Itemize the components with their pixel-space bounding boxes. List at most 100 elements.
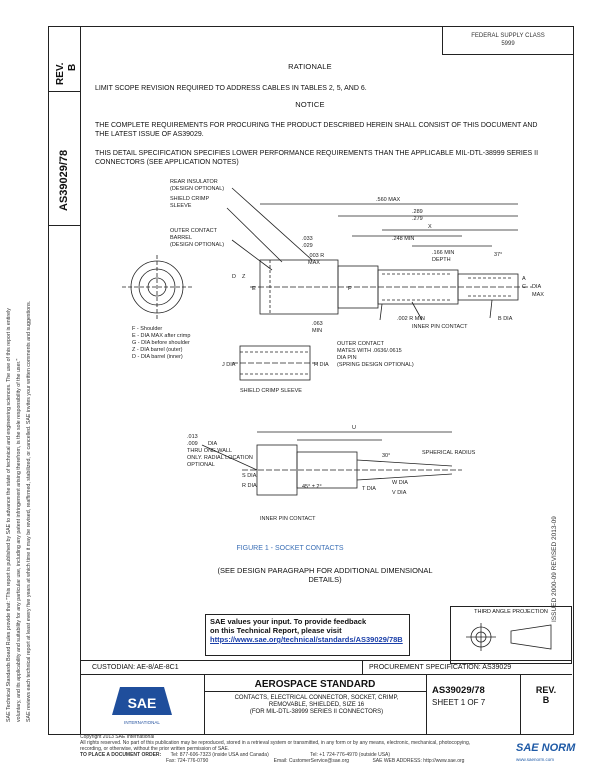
b-dia-label: B DIA [498,316,513,322]
desc-line-3: (FOR MIL-DTL-38999 SERIES II CONNECTORS) [249,709,384,715]
rear-insulator-label: REAR INSULATOR [170,179,218,185]
revision-box: REV. B [520,675,572,734]
sae-logo-icon: SAE INTERNATIONAL [112,687,172,725]
desc-line-2: REMOVABLE, SHIELDED, SIZE 16 [268,702,365,708]
outer-mates-3: DIA PIN [337,355,357,361]
outer-contact-label: OUTER CONTACT [170,228,218,234]
outer-mates-2: MATES WITH .0636/.0615 [337,348,402,354]
footer-copyright: Copyright 2013 SAE International [80,734,155,740]
dim-003: .003 R [308,253,324,259]
sheet-number: SHEET 1 OF 7 [432,698,486,707]
sleeve-label: SLEEVE [170,203,192,209]
footer-tel-1: Tel: 877-606-7323 (inside USA and Canada… [170,752,269,758]
footer-web: SAE WEB ADDRESS: http://www.sae.org [372,758,465,764]
socket-contact-drawing: REAR INSULATOR (DESIGN OPTIONAL) SHIELD … [122,179,544,522]
third-angle-label: THIRD ANGLE PROJECTION [474,609,548,615]
letter-d: D [232,274,236,280]
third-angle-projection-box: THIRD ANGLE PROJECTION [450,606,572,664]
inner-pin-contact-label: INNER PIN CONTACT [260,516,316,522]
dim-003-max: MAX [308,260,320,266]
j-dia-label: J DIA [222,362,236,368]
doc-number-box: AS39029/78 SHEET 1 OF 7 [426,675,521,734]
dim-37-deg: 37° [494,252,502,258]
saenorm-watermark: SAE NORM [516,742,576,754]
dim-063-min: MIN [312,328,322,334]
legend-4: Z - DIA barrel (outer) [132,347,183,353]
federal-supply-class-box: FEDERAL SUPPLY CLASS 5999 [442,26,573,55]
rev-label-vertical: REV. [55,62,66,85]
left-title-column: REV. B AS39029/78 [48,26,81,735]
third-angle-symbol-icon [466,623,552,651]
s-dia-label: S DIA [242,473,257,479]
shield-sleeve-label: SHIELD CRIMP SLEEVE [240,388,302,394]
desc-line-1: CONTACTS, ELECTRICAL CONNECTOR, SOCKET, … [234,695,399,701]
dim-033: .033 [302,236,313,242]
footer-fax: Fax: 724-776-0790 [166,758,209,764]
title-block: SAE INTERNATIONAL AEROSPACE STANDARD CON… [80,674,572,734]
c-label: C [522,284,526,290]
footer-rights-2: recording, or otherwise, without the pri… [80,746,230,752]
figure-caption: FIGURE 1 - SOCKET CONTACTS [236,545,344,552]
dim-289: .289 [412,209,423,215]
saenorm-watermark-sub: www.saenorm.com [516,757,555,762]
doc-number: AS39029/78 [432,685,485,696]
feedback-box: SAE values your input. To provide feedba… [205,614,410,656]
custodian-row: CUSTODIAN: AE-8/AE-8C1 PROCUREMENT SPECI… [80,660,572,675]
logo-sub-text: INTERNATIONAL [124,720,160,725]
legend-5: D - DIA barrel (inner) [132,354,183,360]
legend-1: F - Shoulder [132,326,162,332]
footer: Copyright 2013 SAE International All rig… [80,734,510,764]
max-label: MAX [532,292,544,298]
notice-line-2: voluntary, and its applicability and sui… [16,358,22,722]
letter-z: Z [242,274,246,280]
title-description: AEROSPACE STANDARD CONTACTS, ELECTRICAL … [204,675,427,734]
t-dia-label: T DIA [362,486,376,492]
federal-class-number: 5999 [501,41,515,47]
thru-3: OPTIONAL [187,462,215,468]
dim-063: .063 [312,321,323,327]
issued-revised-dates: ISSUED 2000-09 REVISED 2013-09 [551,516,558,622]
dim-166: .166 MIN [432,250,454,256]
procurement-spec: PROCUREMENT SPECIFICATION: AS39029 [362,661,511,675]
a-label: A [522,276,526,282]
footer-rights: All rights reserved. No part of this pub… [80,740,471,746]
barrel-label: BARREL [170,235,192,241]
sae-logo: SAE INTERNATIONAL [80,675,205,734]
doc-number-vertical: AS39029/78 [58,149,70,211]
v-dia-label: V DIA [392,490,407,496]
rev-label: REV. [535,685,557,695]
letter-e: E [252,286,256,292]
notice-paragraph-2: THIS DETAIL SPECIFICATION SPECIFIES LOWE… [95,150,539,166]
w-dia-label: W DIA [392,480,408,486]
feedback-link[interactable]: https://www.sae.org/technical/standards/… [210,635,403,644]
dim-depth: DEPTH [432,257,451,263]
spherical-radius: SPHERICAL RADIUS [422,450,476,456]
outer-mates-4: (SPRING DESIGN OPTIONAL) [337,362,414,368]
notice-paragraph-1: THE COMPLETE REQUIREMENTS FOR PROCURING … [95,122,538,138]
dia-label: DIA [532,284,542,290]
feedback-line-2: on this Technical Report, please visit [210,626,342,635]
inner-pin-label: INNER PIN CONTACT [412,324,468,330]
rationale-text: LIMIT SCOPE REVISION REQUIRED TO ADDRESS… [95,85,367,92]
outer-mates-1: OUTER CONTACT [337,341,385,347]
custodian: CUSTODIAN: AE-8/AE-8C1 [92,664,179,671]
dim-029: .029 [302,243,313,249]
dim-x: X [428,224,432,230]
rev-cell: REV. B [49,27,81,92]
dim-45-deg: 45° ± 2° [302,484,322,490]
letter-f: F [348,286,352,292]
legend-2: E - DIA MAX after crimp [132,333,190,339]
aerospace-standard-label: AEROSPACE STANDARD [254,679,376,690]
doc-number-cell: AS39029/78 [49,91,81,226]
notice-line-3: SAE reviews each technical report at lea… [26,300,32,722]
federal-class-label: FEDERAL SUPPLY CLASS [471,33,545,39]
h-dia-label: H DIA [314,362,329,368]
logo-text: SAE [128,695,157,711]
rev-value: B [542,695,550,705]
dim-560: .560 MAX [376,197,400,203]
rear-insulator-design-opt: (DESIGN OPTIONAL) [170,186,224,192]
notice-heading: NOTICE [295,100,325,109]
dim-30-deg: 30° [382,453,390,459]
shield-crimp-label: SHIELD CRIMP [170,196,209,202]
